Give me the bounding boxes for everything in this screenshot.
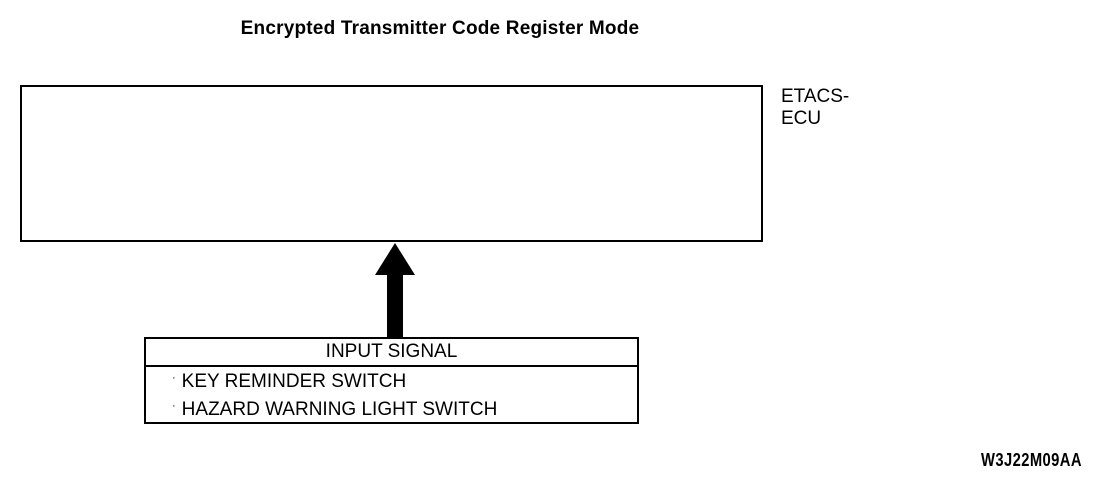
list-item: · HAZARD WARNING LIGHT SWITCH xyxy=(146,396,637,424)
page-title: Encrypted Transmitter Code Register Mode xyxy=(240,18,640,39)
input-signal-arrow-icon xyxy=(375,243,415,338)
etacs-ecu-box xyxy=(20,85,763,242)
bullet-icon: · xyxy=(172,400,176,412)
list-item-label: KEY REMINDER SWITCH xyxy=(181,371,407,392)
etacs-ecu-label-line2: ECU xyxy=(781,108,822,129)
input-signal-box: INPUT SIGNAL · KEY REMINDER SWITCH · HAZAR… xyxy=(144,337,639,424)
figure-code: W3J22M09AA xyxy=(981,450,1082,470)
input-signal-header: INPUT SIGNAL xyxy=(146,339,637,367)
bullet-icon: · xyxy=(172,372,176,384)
list-item: · KEY REMINDER SWITCH xyxy=(146,368,637,396)
input-signal-list: · KEY REMINDER SWITCH · HAZARD WARNING LIG… xyxy=(146,367,637,424)
etacs-ecu-label: ETACS- ECU xyxy=(781,86,849,130)
list-item-label: HAZARD WARNING LIGHT SWITCH xyxy=(181,399,498,420)
arrow-shape xyxy=(375,243,415,338)
etacs-ecu-label-line1: ETACS- xyxy=(781,86,850,107)
